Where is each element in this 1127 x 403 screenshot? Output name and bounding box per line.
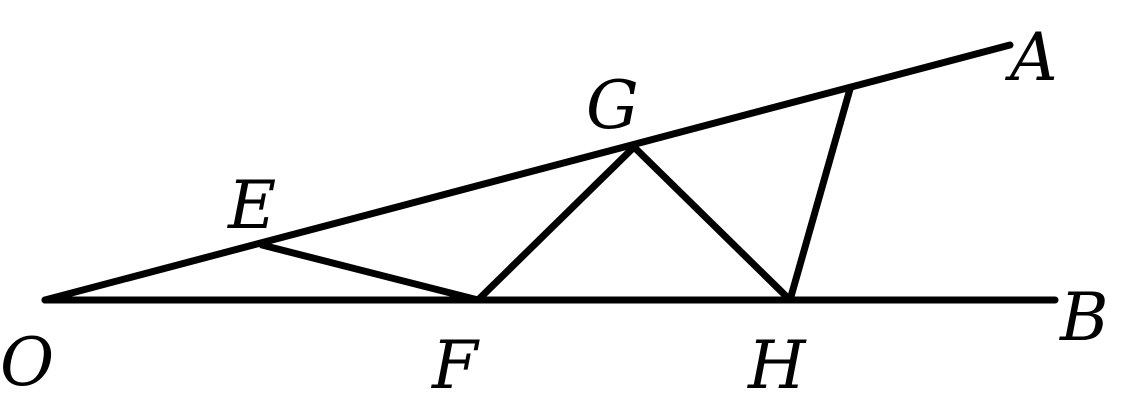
label-point-b: B bbox=[1059, 279, 1109, 356]
ray-oa bbox=[41, 41, 1014, 304]
label-point-o: O bbox=[0, 324, 54, 401]
label-point-g: G bbox=[586, 67, 639, 144]
segment-ef bbox=[258, 241, 482, 304]
label-point-e: E bbox=[227, 167, 276, 244]
label-point-h: H bbox=[747, 327, 807, 403]
label-point-a: A bbox=[1004, 19, 1058, 96]
segment-fg bbox=[474, 143, 638, 304]
label-point-f: F bbox=[431, 327, 480, 403]
segment-gh bbox=[630, 143, 794, 304]
segment-h-to-oa bbox=[786, 85, 854, 304]
